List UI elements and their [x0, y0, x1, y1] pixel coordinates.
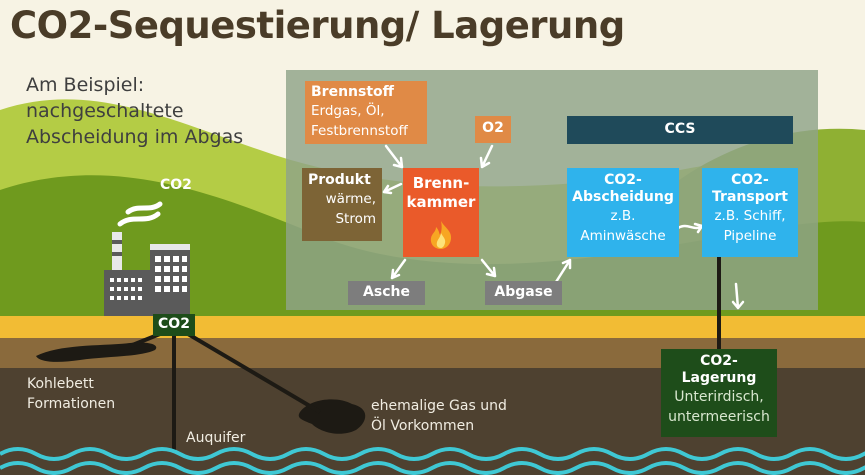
page-title: CO2-Sequestierung/ Lagerung [10, 4, 625, 47]
flow-arrows [382, 144, 745, 310]
lagerung-title: CO2- Lagerung [681, 353, 757, 386]
produkt-sub: wärme, Strom [325, 191, 376, 227]
o2-label: O2 [482, 120, 504, 136]
arrow-trans-down [731, 282, 745, 310]
o2-box: O2 [475, 116, 511, 143]
wave-top [0, 447, 865, 461]
abscheidung-box: CO2- Abscheidung z.B. Aminwäsche [567, 168, 679, 257]
gas-oel-label: ehemalige Gas und Öl Vorkommen [371, 398, 507, 434]
lagerung-box: CO2- Lagerung Unterirdisch, untermeerisc… [661, 349, 777, 437]
auquifer-label: Auquifer [186, 430, 246, 446]
lagerung-sub: Unterirdisch, untermeerisch [668, 389, 770, 425]
brennstoff-box: Brennstoff Erdgas, Öl, Festbrennstoff [305, 81, 427, 144]
transport-box: CO2- Transport z.B. Schiff, Pipeline [702, 168, 798, 257]
ccs-box: CCS [567, 116, 793, 144]
abgase-label: Abgase [494, 284, 553, 300]
arrow-kammer-asche [390, 258, 407, 280]
brennstoff-title: Brennstoff [311, 84, 394, 100]
intro-text: Am Beispiel: nachgeschaltete Abscheidung… [26, 74, 244, 148]
smoke-icon [117, 201, 163, 227]
pipe-coal [119, 332, 161, 352]
sand-layer [0, 316, 865, 338]
transport-sub: z.B. Schiff, Pipeline [714, 208, 786, 244]
kohlebett-label: Kohlebett Formationen [27, 376, 116, 412]
arrow-kammer-abgase [480, 258, 497, 278]
transport-title: CO2- Transport [712, 172, 788, 205]
arrow-brennstoff-kammer [384, 144, 404, 169]
wave-bottom [0, 461, 865, 475]
pipe-gas [186, 332, 322, 414]
factory-icon [104, 232, 190, 316]
arrow-absch-trans [676, 222, 704, 234]
asche-box: Asche [348, 281, 425, 305]
brennkammer-box: Brenn- kammer [403, 168, 479, 257]
flame-icon [430, 221, 452, 249]
brennkammer-title: Brenn- kammer [406, 174, 476, 211]
abscheidung-sub: z.B. Aminwäsche [580, 208, 666, 244]
produkt-box: Produkt wärme, Strom [302, 168, 382, 241]
arrow-o2-kammer [479, 144, 494, 169]
produkt-title: Produkt [308, 172, 371, 188]
abgase-box: Abgase [485, 281, 562, 305]
asche-label: Asche [363, 284, 410, 300]
factory-co2-label: CO2 [158, 316, 190, 332]
ccs-label: CCS [664, 121, 696, 137]
smoke-co2-label: CO2 [160, 177, 192, 193]
arrow-abgase-absch [554, 258, 572, 284]
factory-co2-box: CO2 [153, 314, 195, 336]
abscheidung-title: CO2- Abscheidung [572, 172, 674, 205]
brennstoff-sub: Erdgas, Öl, Festbrennstoff [311, 103, 408, 139]
arrow-kammer-produkt [382, 182, 403, 195]
